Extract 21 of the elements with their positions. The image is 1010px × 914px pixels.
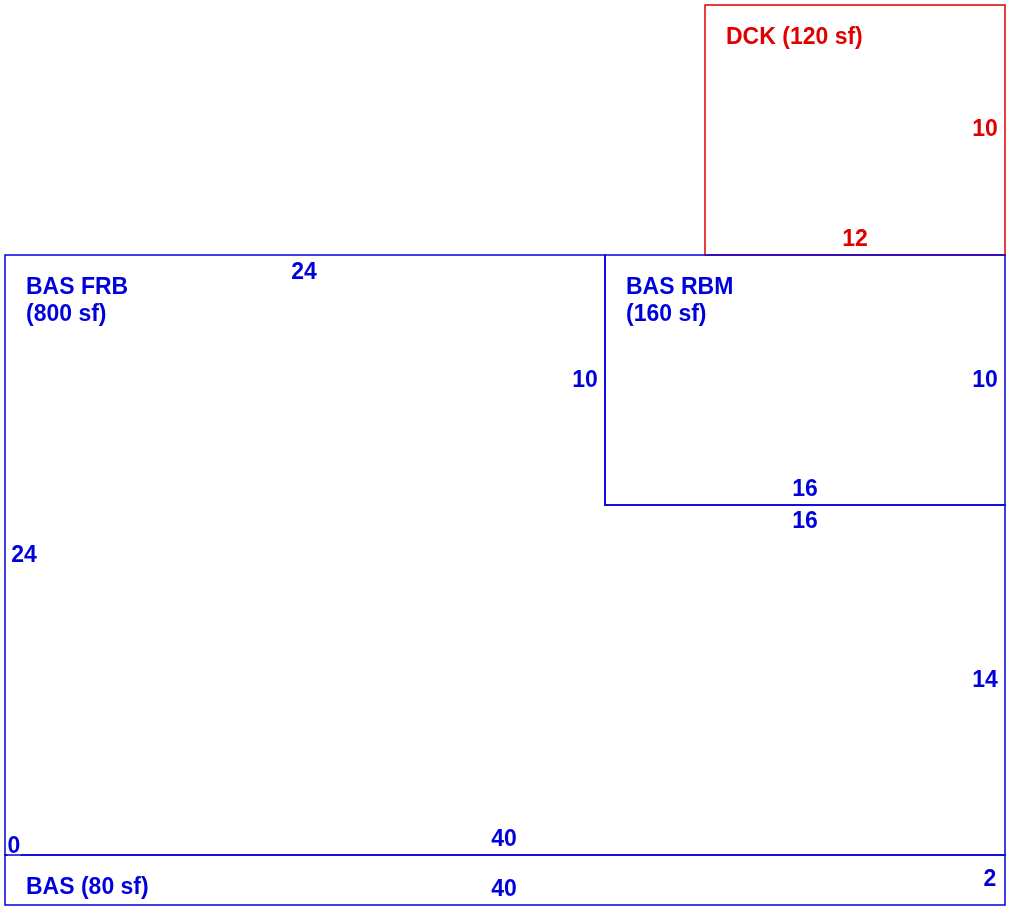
room-area [605, 255, 1005, 505]
dimension-label: 10 [972, 367, 998, 391]
dimension-label: 12 [842, 226, 868, 250]
dimension-label: 40 [491, 876, 517, 900]
dimension-label: 16 [792, 476, 818, 500]
room-label: BAS (80 sf) [26, 873, 150, 900]
dimension-label: 24 [291, 259, 317, 283]
dimension-label: 2 [983, 866, 997, 890]
room-area [5, 855, 1005, 905]
dimension-label: 24 [11, 542, 37, 566]
room-label: DCK (120 sf) [726, 23, 864, 50]
dimension-label: 40 [491, 826, 517, 850]
room-label: BAS FRB (800 sf) [26, 273, 130, 327]
dimension-label: 0 [7, 833, 21, 857]
room-label: BAS RBM (160 sf) [626, 273, 735, 327]
dimension-label: 16 [792, 508, 818, 532]
dimension-label: 10 [972, 116, 998, 140]
room-area [5, 255, 1005, 855]
dimension-label: 14 [972, 667, 998, 691]
deck-area [705, 5, 1005, 255]
dimension-label: 10 [572, 367, 598, 391]
